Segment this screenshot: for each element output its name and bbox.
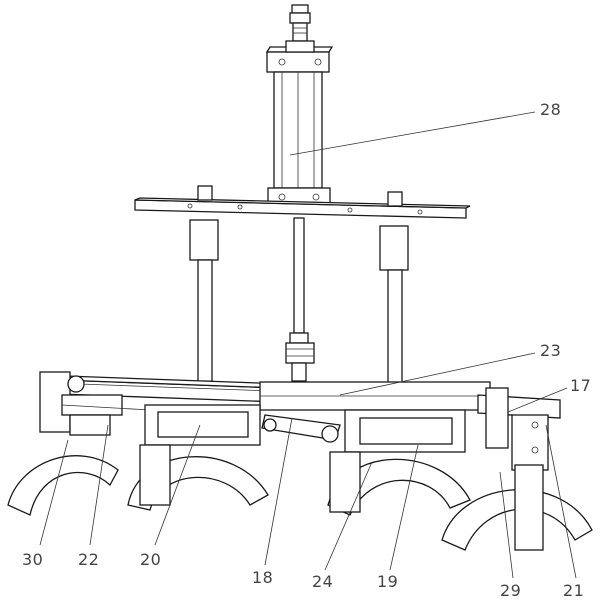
arch-finger-4 xyxy=(441,464,593,551)
cylinder-barrel xyxy=(273,71,323,189)
beam-carriage xyxy=(259,381,491,411)
label-21: 21 xyxy=(563,581,585,600)
label-22: 22 xyxy=(78,550,100,569)
guide-post-left xyxy=(188,219,222,390)
top-mounting-plate xyxy=(134,185,471,219)
arch-finger-2 xyxy=(127,444,269,511)
label-17: 17 xyxy=(570,376,592,395)
label-23: 23 xyxy=(540,341,562,360)
label-18: 18 xyxy=(252,568,274,587)
cylinder-rod-end xyxy=(289,4,311,42)
arch-finger-1 xyxy=(7,455,119,516)
left-end-bracket xyxy=(39,371,151,436)
right-end-bracket xyxy=(477,387,561,471)
label-24: 24 xyxy=(312,572,334,591)
cylinder-head-block xyxy=(265,40,334,73)
label-30: 30 xyxy=(22,550,44,569)
piston-rod xyxy=(285,217,315,382)
label-29: 29 xyxy=(500,581,522,600)
label-19: 19 xyxy=(377,572,399,591)
center-linkage xyxy=(261,414,341,443)
label-20: 20 xyxy=(140,550,162,569)
leader-lines xyxy=(39,111,577,579)
label-28: 28 xyxy=(540,100,562,119)
jaw-housing-left xyxy=(144,404,261,446)
arch-finger-3 xyxy=(327,451,471,516)
guide-post-right xyxy=(379,225,409,389)
jaw-housing-right xyxy=(344,409,466,453)
